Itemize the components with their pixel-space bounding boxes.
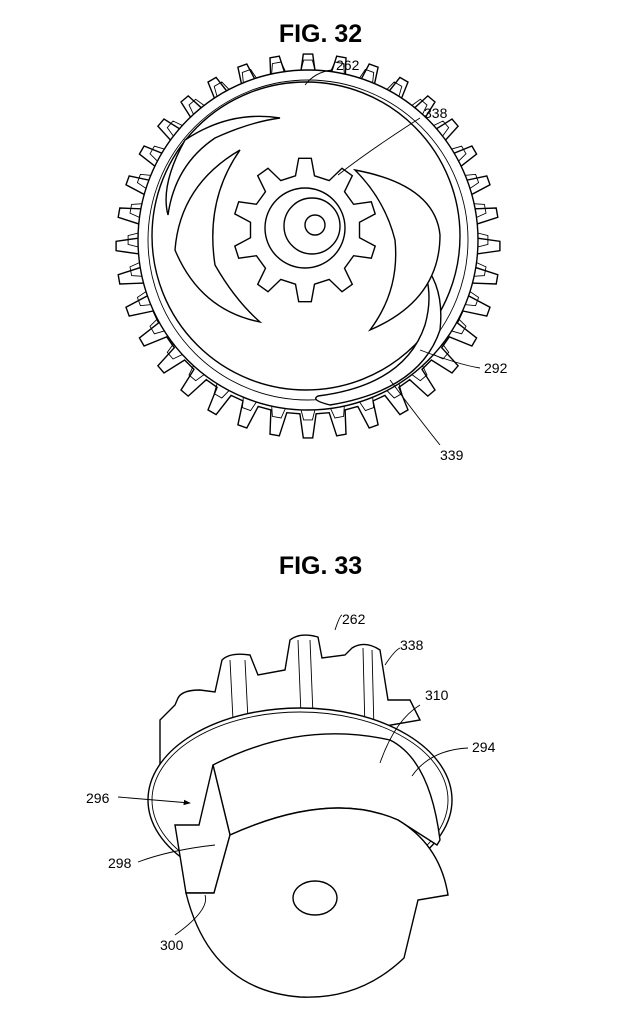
label-338: 338: [400, 637, 424, 653]
figure-33-title: FIG. 33: [278, 552, 363, 580]
label-262: 262: [342, 611, 366, 627]
gear-rim-inner: [147, 79, 469, 401]
label-310: 310: [425, 687, 449, 703]
leader-line: [337, 117, 421, 176]
leader-line: [137, 844, 216, 863]
label-262: 262: [336, 57, 360, 73]
label-294: 294: [472, 739, 496, 755]
label-298: 298: [108, 855, 132, 871]
arrow-leader-296: [117, 796, 191, 806]
leader-line: [334, 614, 343, 631]
tooth-shading: [229, 639, 375, 761]
leader-line: [304, 69, 333, 86]
center-hole: [304, 214, 326, 236]
leader-line: [384, 647, 401, 666]
spiral-slot: [165, 115, 281, 216]
center-hole: [292, 880, 338, 916]
leader-line: [174, 894, 207, 936]
leader-line: [411, 747, 469, 777]
leader-line: [419, 349, 481, 369]
leader-line: [389, 379, 441, 446]
gear-face: [151, 81, 461, 391]
spiral-arm: [174, 149, 263, 324]
spiral-arm: [352, 168, 441, 332]
label-300: 300: [160, 937, 184, 953]
leader-line: [379, 704, 421, 764]
label-338: 338: [424, 105, 448, 121]
figure-33-gear-drawing: 262 338 310 294 296 298 300: [86, 611, 496, 998]
label-292: 292: [484, 360, 508, 376]
label-339: 339: [440, 447, 464, 463]
label-296: 296: [86, 790, 110, 806]
figure-32-gear-drawing: 262 338 292 339: [115, 53, 508, 463]
figure-32-title: FIG. 32: [278, 20, 363, 48]
